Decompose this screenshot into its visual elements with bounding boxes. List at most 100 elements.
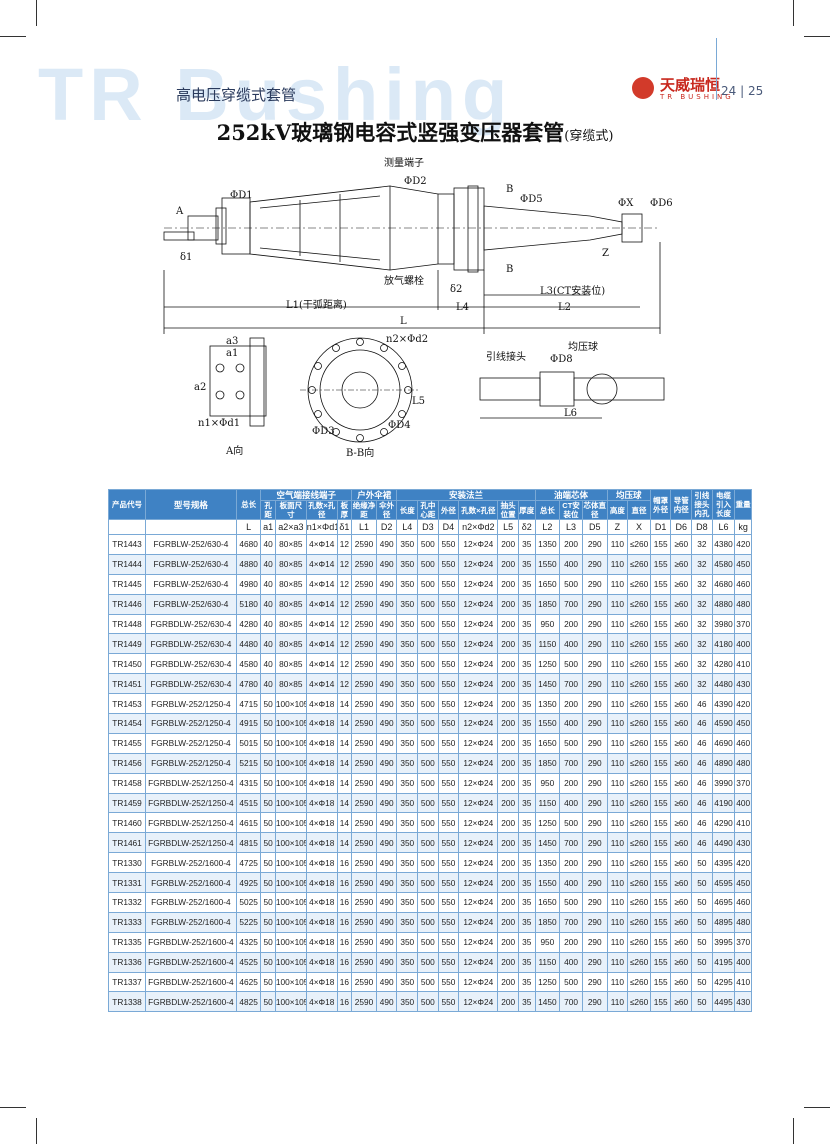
table-cell: 100×105 xyxy=(274,832,307,854)
table-cell: 290 xyxy=(581,573,608,595)
table-cell: 490 xyxy=(375,872,398,894)
th-cable-len: 电缆引入长度 xyxy=(711,489,736,520)
table-cell: 50 xyxy=(260,713,276,734)
table-cell: 110 xyxy=(606,573,629,595)
table-cell: 4680 xyxy=(235,534,262,555)
table-cell: 490 xyxy=(375,713,398,734)
table-cell: ≥60 xyxy=(670,673,693,695)
symbol-cell: D8 xyxy=(691,519,713,535)
th-core-d: 芯体直径 xyxy=(581,500,608,520)
table-cell: 4725 xyxy=(235,852,262,874)
table-cell: 290 xyxy=(581,593,608,615)
table-cell: 550 xyxy=(437,792,460,814)
table-cell: 110 xyxy=(606,593,629,615)
table-cell: 80×85 xyxy=(274,573,307,595)
title-suffix: (穿缆式) xyxy=(564,129,614,144)
table-cell: 40 xyxy=(260,573,276,595)
table-cell: 1150 xyxy=(534,633,561,655)
table-cell: 12×Φ24 xyxy=(458,872,499,894)
table-cell: 4×Φ18 xyxy=(305,792,338,814)
table-cell: 490 xyxy=(375,812,398,834)
label-z: Z xyxy=(602,248,609,259)
table-cell: 200 xyxy=(497,852,519,874)
table-cell: 1850 xyxy=(534,752,561,774)
table-cell: 550 xyxy=(437,573,460,595)
table-cell: 155 xyxy=(649,673,672,695)
table-cell: 4290 xyxy=(711,812,736,834)
table-cell: 110 xyxy=(606,633,629,655)
th-weight: 重量 xyxy=(734,489,752,520)
table-cell: 290 xyxy=(581,732,608,754)
table-cell: ≤260 xyxy=(627,911,651,933)
th-total-len: 总长 xyxy=(235,489,262,520)
table-cell: 950 xyxy=(534,772,561,794)
table-cell: 80×85 xyxy=(274,534,307,555)
table-cell: TR1333 xyxy=(107,911,147,933)
table-cell: 4195 xyxy=(711,951,736,973)
table-cell: 40 xyxy=(260,633,276,655)
table-cell: FGRBLW-252/630-4 xyxy=(145,593,237,615)
crop-mark xyxy=(36,1118,37,1144)
table-cell: 200 xyxy=(497,812,519,834)
table-cell: 2590 xyxy=(351,593,377,615)
table-cell: 490 xyxy=(375,852,398,874)
table-cell: 700 xyxy=(559,673,583,695)
label-delta1: δ1 xyxy=(180,252,193,263)
table-cell: ≤260 xyxy=(627,772,651,794)
table-cell: 4180 xyxy=(711,633,736,655)
table-cell: 4380 xyxy=(711,534,736,555)
table-cell: 110 xyxy=(606,673,629,695)
th-hole-center: 孔中心距 xyxy=(417,500,439,520)
table-cell: TR1453 xyxy=(107,693,147,715)
table-cell: ≥60 xyxy=(670,534,693,555)
table-cell: 12×Φ24 xyxy=(458,991,499,1013)
table-cell: 200 xyxy=(559,613,583,635)
table-cell: 12×Φ24 xyxy=(458,613,499,635)
table-cell: 2590 xyxy=(351,693,377,715)
table-cell: ≥60 xyxy=(670,633,693,655)
table-cell: 350 xyxy=(396,812,419,834)
table-cell: ≥60 xyxy=(670,553,693,575)
table-cell: 500 xyxy=(417,693,439,715)
symbol-cell: n1×Φd1 xyxy=(305,519,338,535)
symbol-cell: D5 xyxy=(581,519,608,535)
table-cell: 12×Φ24 xyxy=(458,534,499,555)
table-cell: 350 xyxy=(396,653,419,675)
table-cell: 50 xyxy=(260,911,276,933)
table-cell: 12×Φ24 xyxy=(458,593,499,615)
table-cell: ≥60 xyxy=(670,872,693,894)
label-a1: a1 xyxy=(226,348,239,359)
table-cell: 4×Φ18 xyxy=(305,832,338,854)
table-cell: 500 xyxy=(417,534,439,555)
table-cell: 500 xyxy=(417,911,439,933)
table-cell: 500 xyxy=(417,792,439,814)
table-cell: 32 xyxy=(691,534,713,555)
table-cell: 350 xyxy=(396,971,419,993)
table-cell: 4×Φ18 xyxy=(305,892,338,913)
table-cell: 500 xyxy=(417,613,439,635)
table-cell: 2590 xyxy=(351,772,377,794)
table-cell: 35 xyxy=(517,971,536,993)
table-cell: 350 xyxy=(396,732,419,754)
table-cell: TR1330 xyxy=(107,852,147,874)
symbol-cell: X xyxy=(627,519,651,535)
table-cell: 500 xyxy=(417,732,439,754)
table-cell: 400 xyxy=(559,872,583,894)
table-cell: TR1449 xyxy=(107,633,147,655)
table-cell: FGRBLW-252/1250-4 xyxy=(145,693,237,715)
table-cell: 4395 xyxy=(711,852,736,874)
table-cell: 35 xyxy=(517,653,536,675)
table-cell: 35 xyxy=(517,752,536,774)
table-cell: FGRBLW-252/1600-4 xyxy=(145,852,237,874)
table-cell: 110 xyxy=(606,693,629,715)
table-cell: 12×Φ24 xyxy=(458,911,499,933)
label-a2: a2 xyxy=(194,382,207,393)
table-cell: 500 xyxy=(559,892,583,913)
table-cell: 14 xyxy=(336,812,353,834)
table-cell: 12×Φ24 xyxy=(458,553,499,575)
table-cell: FGRBDLW-252/1250-4 xyxy=(145,832,237,854)
table-cell: 550 xyxy=(437,713,460,734)
